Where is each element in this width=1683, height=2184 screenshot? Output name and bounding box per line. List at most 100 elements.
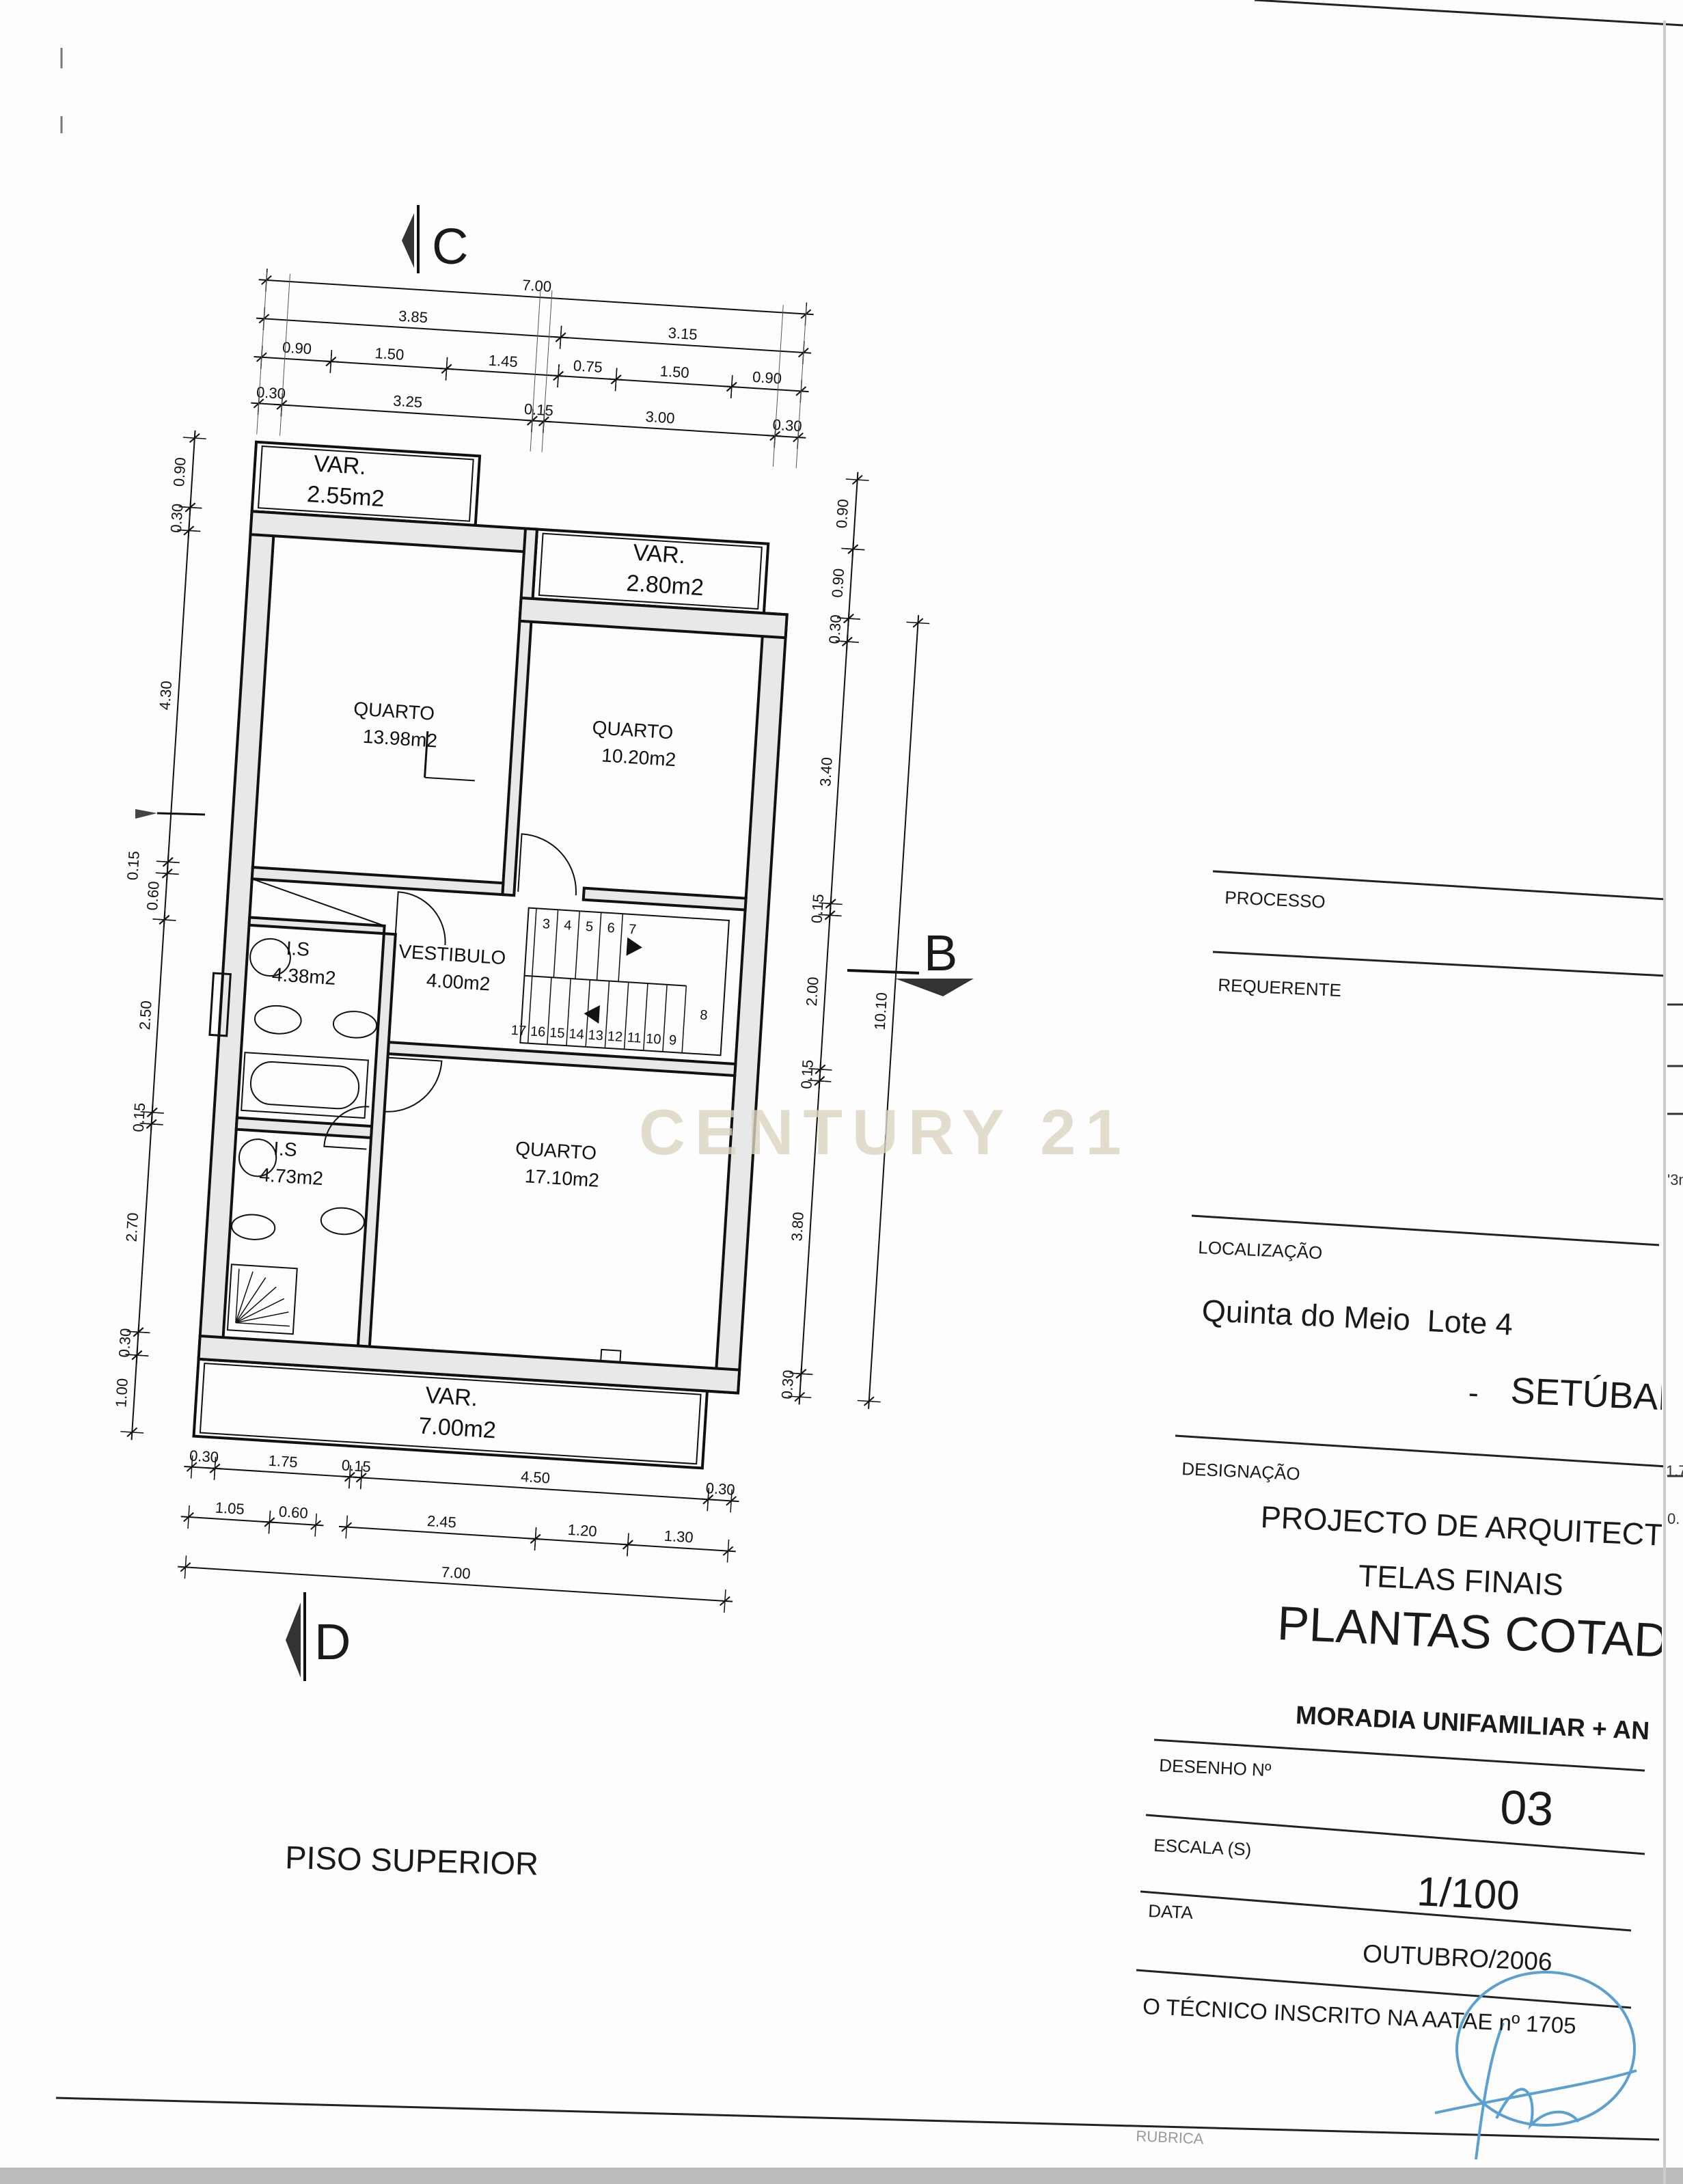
dimension-line: [137, 1116, 153, 1340]
dimension-label: 3.15: [668, 324, 698, 343]
dimension-label: 2.45: [426, 1512, 456, 1531]
dimension-tick: [131, 1350, 143, 1361]
dimension-tick: [722, 1546, 734, 1556]
stair-step: [566, 978, 571, 1046]
dimension-tick: [726, 381, 737, 392]
dimension-tick: [325, 356, 337, 367]
dimension-line: [180, 1516, 277, 1524]
dimension-label: 4.30: [156, 681, 175, 711]
dimension-label: 0.90: [833, 499, 852, 529]
dimension-line: [439, 368, 566, 377]
shower-line: [235, 1271, 254, 1323]
dimension-label: 1.75: [268, 1452, 298, 1471]
stair-step-number: 8: [700, 1008, 708, 1024]
dimension-tick: [795, 1369, 807, 1379]
dimension-tick: [189, 433, 200, 443]
dimension-label: 2.50: [136, 1000, 155, 1030]
right-strip-fragment: '3n: [1667, 1171, 1683, 1188]
stair-step: [553, 910, 559, 978]
signature-stroke: [1434, 2022, 1637, 2160]
dimension-line: [608, 378, 740, 388]
dimension-label: 0.30: [778, 1369, 797, 1400]
wall-quarto-2-bottom: [581, 886, 748, 912]
dimension-line: [700, 1498, 739, 1503]
dimension-label: 2.70: [123, 1212, 142, 1242]
dimension-tick: [310, 1520, 322, 1530]
stair-step-number: 7: [628, 922, 636, 938]
dimension-tick: [355, 1473, 367, 1483]
varanda-top-left-inner: [257, 445, 474, 522]
dimension-tick: [180, 1562, 191, 1572]
door-quarto-2: [517, 833, 577, 896]
dimension-label: 0.15: [523, 400, 553, 420]
dimension-tick: [824, 910, 836, 920]
watermark: CENTURY 21: [639, 1096, 1131, 1168]
dimension-tick: [841, 636, 853, 647]
extension-line: [256, 272, 268, 435]
dimension-line: [207, 1467, 358, 1478]
dimension-line: [353, 1476, 716, 1501]
title-block-rule: [1136, 1969, 1632, 2009]
title-block-rule: [1145, 1814, 1645, 1855]
dimension-line: [868, 615, 920, 1409]
dimension-tick: [815, 1064, 826, 1074]
dimension-tick: [720, 1596, 730, 1607]
dimension-label: 0.90: [282, 339, 312, 358]
section-b-line: [847, 969, 920, 974]
stair-step-number: 13: [588, 1028, 604, 1043]
desenho-value: 03: [1499, 1780, 1555, 1836]
designacao-line-1: PROJECTO DE ARQUITECT: [1259, 1499, 1662, 1553]
dimension-line: [131, 1347, 139, 1441]
dimension-label: 10.10: [871, 992, 890, 1031]
sink-icon: [249, 938, 291, 977]
section-b-arrow-icon: [895, 979, 974, 996]
room-name-var-bottom: VAR.: [424, 1382, 478, 1412]
dimension-tick: [825, 899, 836, 909]
wall-quarto-1-bottom: [250, 866, 505, 897]
dimension-line: [323, 360, 454, 370]
chimney-icon: [600, 1348, 622, 1363]
signature-stamp-circle: [1455, 1971, 1636, 2127]
section-a-line: [156, 812, 206, 816]
dimension-label: 3.85: [398, 308, 428, 327]
dimension-tick: [162, 857, 174, 867]
localizacao-city: SETÚBAL: [1509, 1370, 1662, 1419]
dimension-tick: [146, 1119, 157, 1129]
shower-line: [235, 1286, 277, 1324]
localizacao-value: Quinta do Meio Lote 4: [1201, 1293, 1514, 1342]
room-area-vestibulo: 4.00m2: [426, 970, 491, 995]
room-area-quarto-3: 17.10m2: [524, 1165, 600, 1191]
dimension-label: 1.50: [374, 344, 405, 364]
dimension-label: 1.05: [215, 1499, 245, 1518]
dimension-line: [798, 1365, 803, 1405]
wall-top-right: [518, 596, 789, 640]
stair-step-number: 10: [646, 1031, 662, 1047]
bathtub-icon: [241, 1052, 369, 1119]
extension-line: [772, 305, 784, 467]
dimension-tick: [794, 1392, 806, 1402]
stair-step-number: 17: [510, 1023, 527, 1039]
room-name-quarto-2: QUARTO: [592, 717, 674, 743]
dimension-label: 3.25: [393, 392, 423, 411]
localizacao-label: LOCALIZAÇÃO: [1197, 1237, 1323, 1264]
dimension-label: 1.50: [659, 362, 689, 381]
dimension-tick: [186, 1462, 197, 1472]
dimension-label: 0.30: [115, 1328, 135, 1358]
stair-step-number: 6: [607, 920, 615, 936]
dimension-line: [262, 1520, 324, 1527]
section-a-arrow-icon: [135, 809, 157, 819]
dimension-line: [819, 907, 832, 1078]
processo-label: PROCESSO: [1224, 887, 1326, 912]
dimension-tick: [610, 374, 622, 385]
title-block-rule: [55, 2097, 1660, 2141]
dimension-line: [274, 403, 541, 422]
dimension-line: [536, 420, 783, 437]
dimension-line: [620, 1543, 736, 1553]
dimension-label: 1.20: [567, 1521, 597, 1540]
room-name-is-2: I.S: [273, 1138, 297, 1160]
section-d-label: D: [314, 1613, 351, 1670]
rubrica-label: RUBRICA: [1135, 2127, 1205, 2148]
dimension-label: 0.75: [573, 357, 603, 376]
room-area-var-bottom: 7.00m2: [418, 1412, 497, 1443]
